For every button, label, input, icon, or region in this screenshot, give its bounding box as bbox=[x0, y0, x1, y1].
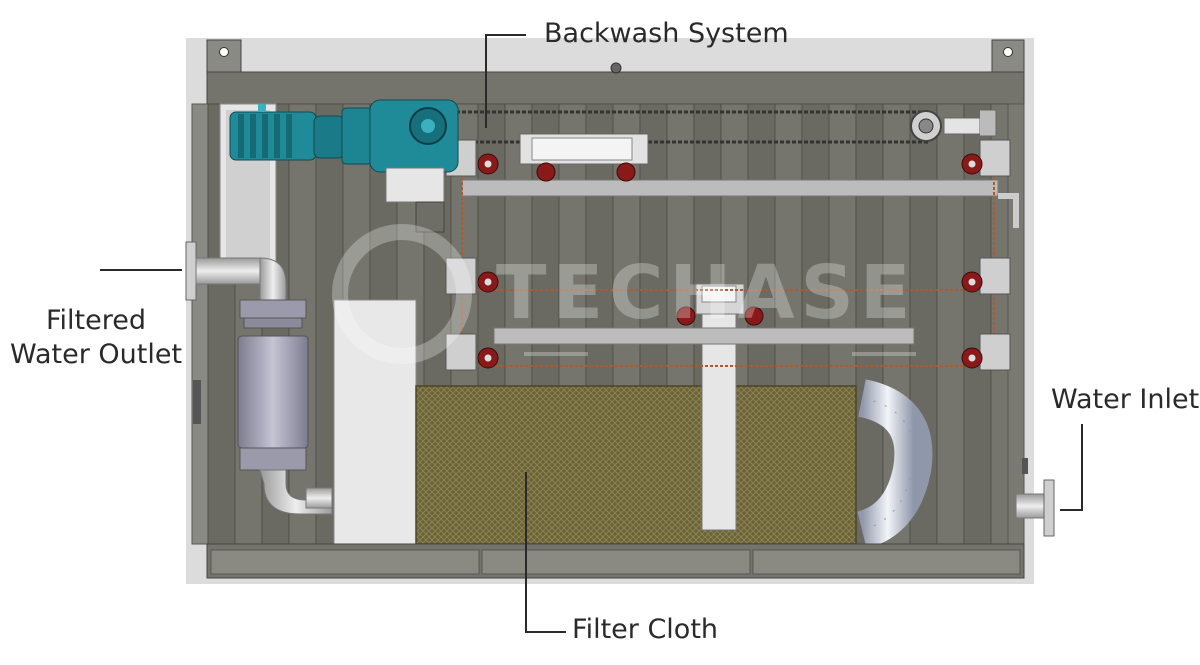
label-water-inlet: Water Inlet bbox=[1051, 384, 1200, 415]
suction-pipe bbox=[695, 283, 745, 531]
roller-bracket bbox=[445, 257, 499, 295]
watermark-brand: TECHASE bbox=[496, 250, 916, 336]
label-outlet-line1: Filtered bbox=[45, 305, 147, 336]
carriage-wheels bbox=[536, 162, 764, 326]
inlet-hose bbox=[856, 379, 933, 549]
inlet-flange bbox=[1015, 458, 1055, 537]
leader-backwash bbox=[485, 34, 526, 128]
lifting-lug-right bbox=[991, 39, 1025, 73]
roller-bracket bbox=[961, 139, 1011, 177]
leader-inlet bbox=[1060, 424, 1083, 511]
motor-mount bbox=[385, 167, 445, 203]
label-filter-cloth: Filter Cloth bbox=[572, 614, 719, 645]
top-rail bbox=[206, 71, 1025, 105]
upper-rail bbox=[461, 179, 999, 197]
carriage-wheel bbox=[616, 162, 636, 182]
label-backwash-system: Backwash System bbox=[544, 18, 789, 49]
cloth-side-plate bbox=[333, 299, 417, 545]
backwash-carriage bbox=[519, 133, 649, 165]
filter-canister bbox=[237, 299, 333, 515]
carriage-wheel bbox=[676, 306, 696, 326]
roller-bracket bbox=[445, 333, 499, 371]
label-filtered-water-outlet: Filtered Water Outlet bbox=[10, 304, 182, 372]
roller-bracket bbox=[961, 257, 1011, 295]
carriage-wheel bbox=[536, 162, 556, 182]
roller-bracket bbox=[961, 333, 1011, 371]
leader-cloth bbox=[525, 472, 566, 633]
label-outlet-line2: Water Outlet bbox=[10, 339, 183, 370]
base-frame bbox=[206, 543, 1025, 579]
tension-sprocket bbox=[910, 109, 997, 142]
outlet-flange bbox=[185, 241, 287, 301]
watermark: TECHASE bbox=[332, 224, 916, 364]
drive-motor bbox=[229, 99, 459, 173]
middle-rail bbox=[493, 327, 915, 345]
filter-cloth-panel bbox=[415, 385, 857, 545]
lifting-lug-left bbox=[206, 39, 242, 73]
side-wall-left bbox=[191, 103, 209, 545]
carriage-wheel bbox=[744, 306, 764, 326]
leader-lines bbox=[100, 34, 1083, 633]
